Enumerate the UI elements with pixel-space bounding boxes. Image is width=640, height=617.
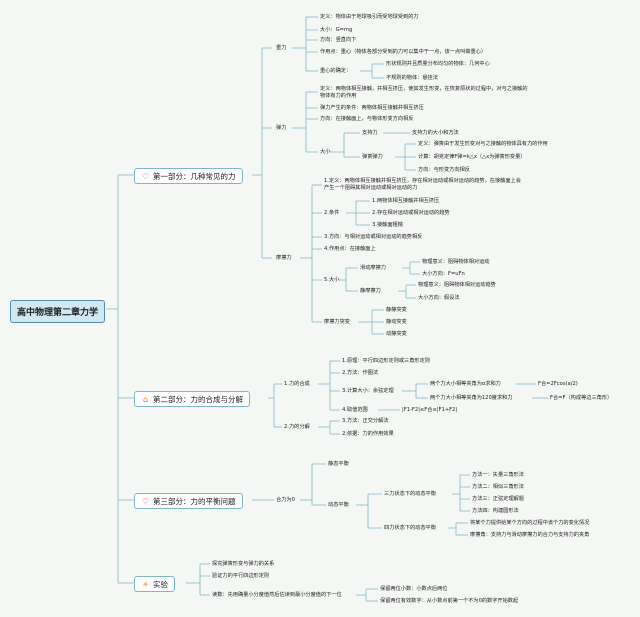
composition-calc[interactable]: 3.计算大小：余弦定理 — [342, 388, 394, 394]
connector-part4 — [186, 563, 210, 596]
static-meaning[interactable]: 物理意义：阻碍物体相对运动趋势 — [418, 282, 496, 288]
mutation-3[interactable]: 动静突变 — [386, 331, 407, 337]
static-size[interactable]: 大小方向：假设法 — [418, 295, 460, 301]
gravity-cg1[interactable]: 形状规则并且质量分布均匀的物体：几何中心 — [386, 61, 490, 67]
heart-icon: ♡ — [141, 496, 150, 506]
method-2[interactable]: 方法二：相似三角形法 — [472, 484, 524, 490]
method-1[interactable]: 方法一：矢量三角形法 — [472, 472, 524, 478]
static-friction[interactable]: 静摩擦力 — [360, 288, 381, 294]
friction-dir[interactable]: 3.方向：与相对运动或相对运动的趋势相反 — [324, 234, 423, 240]
elastic-cond[interactable]: 弹力产生的条件：两物体相互接触并相互挤压 — [320, 105, 424, 111]
three-force-dynamic[interactable]: 三力状态下的动态平衡 — [384, 491, 436, 497]
root-topic[interactable]: 高中物理第二章力学 — [10, 300, 106, 323]
gravity-node[interactable]: 重力 — [276, 45, 287, 51]
composition-node[interactable]: 1.力的合成 — [284, 381, 310, 387]
friction-def[interactable]: 1.定义：两物体相互接触并相互挤压，存在相对运动或相对运动的趋势，在接触面上会产… — [324, 178, 521, 191]
calc-result-2[interactable]: F合=F（构成等边三角形） — [550, 395, 613, 401]
friction-cond[interactable]: 2.条件 — [324, 210, 340, 216]
decomposition-node[interactable]: 2.力的分解 — [284, 424, 310, 430]
friction-point[interactable]: 4.作用点：在接触面上 — [324, 246, 376, 252]
elastic-def[interactable]: 定义：两物体相互接触，并相互挤压，使其发生形变，在恢复原状的过程中，对与之接触的… — [320, 86, 528, 99]
gravity-point[interactable]: 作用点：重心（物体各部分受到的力可以集中于一点，该一点叫做重心） — [320, 49, 487, 55]
friction-node[interactable]: 摩擦力 — [276, 255, 292, 261]
sliding-size[interactable]: 大小方向：F=uFn — [422, 271, 465, 277]
gravity-cg-label[interactable]: 重心的确定： — [320, 68, 352, 74]
composition-range[interactable]: 4.取值范围 — [342, 407, 368, 413]
gravity-size[interactable]: 大小：G=mg — [320, 27, 353, 33]
sliding-meaning[interactable]: 物理意义：阻碍物体相对运动 — [422, 259, 490, 265]
composition-principle[interactable]: 1.原理：平行四边形定则或三角形定则 — [342, 358, 430, 364]
part3-topic[interactable]: ♡ 第三部分：力的平衡问题 — [134, 493, 243, 509]
connector-gravity — [292, 16, 318, 72]
part1-topic[interactable]: ♡ 第一部分：几种常见的力 — [134, 168, 243, 184]
gravity-def[interactable]: 定义：物体由于地球吸引而受地球受到的力 — [320, 14, 419, 20]
method-3[interactable]: 方法三：正弦定理解题 — [472, 496, 524, 502]
friction-c3[interactable]: 3.接触面粗糙 — [372, 222, 403, 228]
part4-title: 实验 — [153, 579, 168, 589]
spring-def[interactable]: 定义：弹簧由于发生形变对与之接触的物体具有力的作用 — [418, 141, 548, 147]
sliding-friction[interactable]: 滑动摩擦力 — [360, 265, 386, 271]
method-4[interactable]: 方法四：构建圆形法 — [472, 508, 519, 514]
connector-friction — [300, 184, 322, 323]
calc-case-2[interactable]: 两个力大小相等夹角为120度求和力 — [430, 395, 513, 401]
gravity-cg2[interactable]: 不规则的物体：悬挂法 — [386, 75, 438, 81]
calc-result-1[interactable]: F合=2Fcos(a/2) — [538, 381, 578, 387]
spring-calc[interactable]: 计算：胡克定律F弹=k△x（△x为弹簧形变量） — [418, 154, 526, 160]
part2-topic[interactable]: ⌂ 第二部分：力的合成与分解 — [134, 391, 250, 407]
heart-icon: ♡ — [141, 171, 150, 181]
resultant-zero[interactable]: 合力为0 — [276, 497, 295, 503]
part2-title: 第二部分：力的合成与分解 — [153, 394, 243, 404]
experiment-1[interactable]: 探究弹簧形变与弹力的关系 — [212, 561, 275, 567]
experiment-reading[interactable]: 读数：先用确量小分度值然后估读到最小分度值的下一位 — [212, 592, 342, 598]
four-force-dynamic[interactable]: 四力状态下的动态平衡 — [384, 525, 436, 531]
mutation-1[interactable]: 静静突变 — [386, 307, 407, 313]
decomposition-basis[interactable]: 2.依据：力的作用效果 — [342, 431, 394, 437]
experiment-2[interactable]: 验证力的平行四边形定则 — [212, 573, 270, 579]
elastic-node[interactable]: 弹力 — [276, 125, 287, 131]
calc-case-1[interactable]: 两个力大小相等夹角为α求和力 — [430, 381, 501, 387]
static-equilibrium[interactable]: 静态平衡 — [328, 461, 349, 467]
reading-rule-2[interactable]: 保留两位有效数字：从小数点前第一个不为0的数字开始数起 — [380, 598, 519, 604]
connector-root — [106, 174, 134, 584]
dynamic-equilibrium[interactable]: 动态平衡 — [328, 502, 349, 508]
spring-dir[interactable]: 方向：与形变方向相反 — [418, 167, 470, 173]
connector-elastic — [292, 91, 318, 153]
connector-part3 — [252, 463, 326, 506]
friction-c1[interactable]: 1.两物体相互接触并相互挤压 — [372, 198, 440, 204]
support-force[interactable]: 支持力 — [362, 130, 378, 136]
decomposition-method[interactable]: 3.方法：正交分解法 — [342, 418, 389, 424]
reading-rule-1[interactable]: 保留两位小数：小数点后两位 — [380, 586, 448, 592]
friction-c2[interactable]: 2.存在相对运动或相对运动的趋势 — [372, 210, 450, 216]
connector-part1 — [252, 47, 272, 259]
gravity-dir[interactable]: 方向：竖直向下 — [320, 37, 357, 43]
elastic-size[interactable]: 大小 — [320, 149, 331, 155]
mutation-2[interactable]: 静动突变 — [386, 319, 407, 325]
spring-force[interactable]: 弹簧弹力 — [362, 154, 383, 160]
friction-size[interactable]: 5.大小 — [324, 277, 340, 283]
house-icon: ⌂ — [142, 394, 149, 404]
composition-range-value[interactable]: |F1-F2|≤F合≤|F1+F2| — [402, 407, 458, 413]
lightbulb-icon: ☀ — [141, 579, 150, 589]
four-force-1[interactable]: 将某个力提供给某个方向的过程中该个力的变化情况 — [470, 520, 590, 526]
support-desc[interactable]: 支持力的大小和方法 — [412, 130, 459, 136]
composition-method[interactable]: 2.方法：作图法 — [342, 370, 379, 376]
connector-part2 — [268, 383, 282, 428]
elastic-dir[interactable]: 方向：在接触面上，与物体形变方向相反 — [320, 116, 414, 122]
part4-topic[interactable]: ☀ 实验 — [134, 576, 175, 592]
four-force-2[interactable]: 摩擦角：支持力与滑动摩擦力的合力与支持力的夹角 — [470, 532, 590, 538]
friction-mutation[interactable]: 摩擦力突变 — [324, 319, 350, 325]
part3-title: 第三部分：力的平衡问题 — [153, 496, 236, 506]
part1-title: 第一部分：几种常见的力 — [153, 171, 236, 181]
